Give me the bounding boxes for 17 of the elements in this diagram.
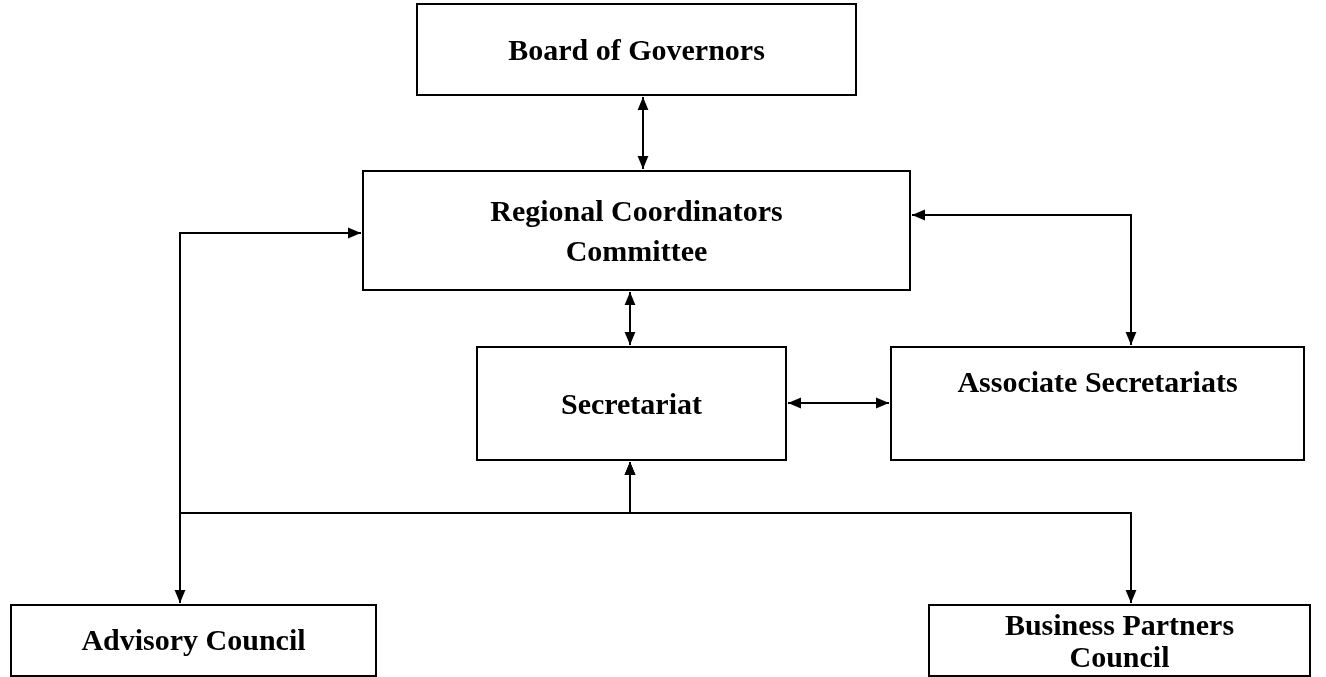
org-box — [416, 3, 857, 96]
org-box — [928, 604, 1311, 677]
arrow — [624, 291, 636, 346]
arrow — [787, 397, 890, 409]
org-box — [890, 346, 1305, 461]
node-label: Advisory Council — [81, 622, 306, 658]
org-box — [476, 346, 787, 461]
node-label: Board of Governors — [508, 31, 765, 68]
node-label: Secretariat — [560, 385, 702, 422]
arrow — [637, 96, 649, 170]
arrow — [911, 209, 1137, 346]
arrow — [179, 227, 636, 514]
org-box — [362, 170, 911, 291]
node-label: Regional Coordinators Committee — [489, 192, 784, 269]
node-label: Associate Secretariats — [957, 364, 1238, 400]
node-label: Business Partners Council — [1003, 609, 1236, 673]
org-box — [10, 604, 377, 677]
